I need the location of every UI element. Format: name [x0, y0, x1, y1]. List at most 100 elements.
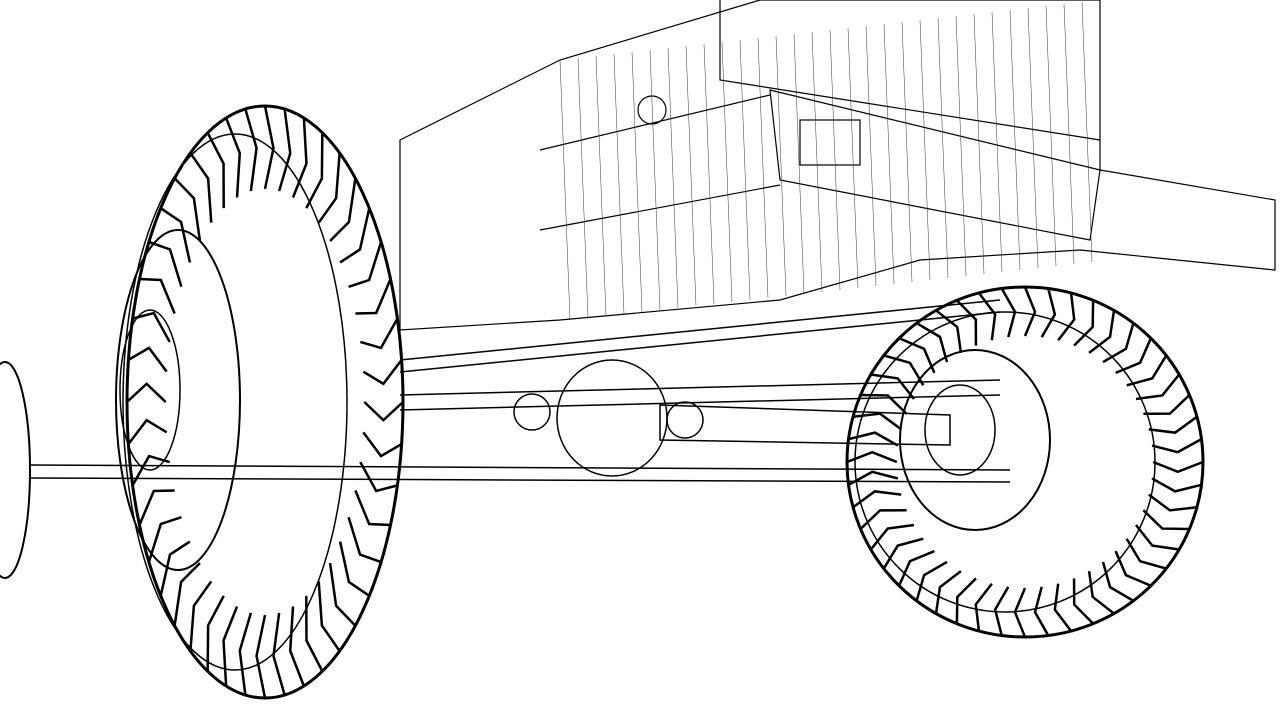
- mesh-line: [577, 57, 589, 319]
- tread-lug: [348, 241, 383, 288]
- tread-lug: [934, 570, 962, 614]
- tread-lug: [897, 549, 935, 587]
- tread-lug: [852, 490, 902, 509]
- tread-lug: [915, 560, 948, 602]
- tread-lug: [1114, 550, 1152, 587]
- tread-lug: [1151, 477, 1202, 493]
- tread-lug: [131, 454, 171, 487]
- mesh-line: [559, 59, 571, 321]
- tread-lug: [224, 117, 242, 198]
- mesh-line: [703, 43, 715, 305]
- mesh-line: [793, 33, 805, 295]
- chassis-frame: [399, 0, 1276, 331]
- mesh-line: [937, 17, 949, 279]
- tread-lug: [1135, 373, 1181, 401]
- mesh-line: [991, 11, 1003, 273]
- frame-mesh-lines: [559, 1, 1093, 321]
- tread-lug: [898, 337, 936, 374]
- tread-lug: [1125, 538, 1167, 570]
- tread-lug: [916, 322, 949, 363]
- tread-lug: [1073, 300, 1095, 347]
- tread-lug: [189, 580, 213, 652]
- tread-lug: [883, 354, 925, 386]
- tread-lug: [138, 489, 175, 526]
- tread-lug: [206, 132, 225, 209]
- tread-lug: [1033, 586, 1050, 637]
- tread-lug: [317, 581, 341, 652]
- tread-lug: [870, 373, 915, 400]
- mesh-line: [1063, 3, 1075, 265]
- tread-lug: [1143, 394, 1191, 416]
- tread-lug: [363, 401, 404, 422]
- mesh-line: [595, 55, 607, 317]
- tread-lug: [317, 152, 341, 224]
- tread-lug: [852, 412, 902, 431]
- tread-lug: [859, 508, 907, 530]
- mesh-line: [649, 49, 661, 311]
- tread-lug: [1115, 337, 1153, 375]
- tread-lug: [328, 562, 357, 627]
- tread-lug: [160, 207, 192, 263]
- mesh-line: [865, 25, 877, 287]
- tread-lug: [847, 470, 899, 486]
- tread-lug: [860, 393, 908, 415]
- tread-lug: [1142, 509, 1190, 531]
- mesh-line: [1009, 9, 1021, 271]
- mesh-line: [775, 35, 787, 297]
- tread-lug: [1087, 570, 1115, 615]
- tread-lug: [1101, 561, 1134, 602]
- tread-lug: [1013, 587, 1027, 638]
- tread-lug: [159, 540, 191, 597]
- tread-lug: [148, 240, 183, 288]
- tread-lug: [1148, 415, 1198, 434]
- tread-lug: [238, 612, 253, 696]
- tread-lug: [272, 612, 286, 696]
- tread-lug: [1057, 292, 1076, 342]
- tread-lug: [255, 614, 267, 699]
- tread-lug: [147, 516, 182, 563]
- mesh-line: [1045, 5, 1057, 267]
- tread-lug: [132, 311, 171, 343]
- mesh-line: [973, 13, 985, 275]
- mesh-line: [811, 31, 823, 293]
- tread-lug: [1088, 310, 1116, 354]
- tread-lug: [263, 105, 275, 190]
- tread-lug: [1152, 460, 1204, 474]
- tread-lug: [244, 108, 258, 192]
- mesh-line: [685, 45, 697, 307]
- tread-lug: [993, 586, 1010, 636]
- mesh-line: [613, 53, 625, 315]
- mesh-line: [1027, 7, 1039, 269]
- tread-lug: [355, 278, 392, 315]
- tread-lug: [354, 490, 391, 527]
- tread-lug: [359, 317, 399, 350]
- tread-lug: [1102, 322, 1135, 364]
- tread-lug: [126, 382, 167, 403]
- tread-lug: [1135, 524, 1180, 551]
- tread-lug: [139, 277, 176, 314]
- tread-lug: [305, 132, 324, 209]
- tread-lug: [338, 541, 370, 597]
- mesh-line: [829, 29, 841, 291]
- tread-lug: [189, 152, 213, 223]
- mesh-line: [847, 27, 859, 289]
- tread-lug: [127, 418, 168, 445]
- tread-lug: [277, 108, 292, 192]
- tread-lug: [1040, 288, 1057, 338]
- tread-lug: [339, 207, 371, 264]
- tread-lug: [1072, 578, 1095, 625]
- tread-lug: [935, 309, 963, 354]
- tread-lug: [362, 431, 403, 458]
- far-left-wheel: [0, 361, 31, 579]
- tread-lug: [305, 595, 324, 672]
- tread-lug: [1053, 583, 1073, 632]
- tread-lug: [362, 359, 403, 386]
- mesh-line: [919, 19, 931, 281]
- mesh-line: [721, 41, 733, 303]
- front-left-wheel: [115, 104, 405, 700]
- tread-lug: [869, 523, 915, 551]
- tread-lug: [1126, 354, 1168, 387]
- mesh-line: [955, 15, 967, 277]
- mesh-line: [883, 23, 895, 285]
